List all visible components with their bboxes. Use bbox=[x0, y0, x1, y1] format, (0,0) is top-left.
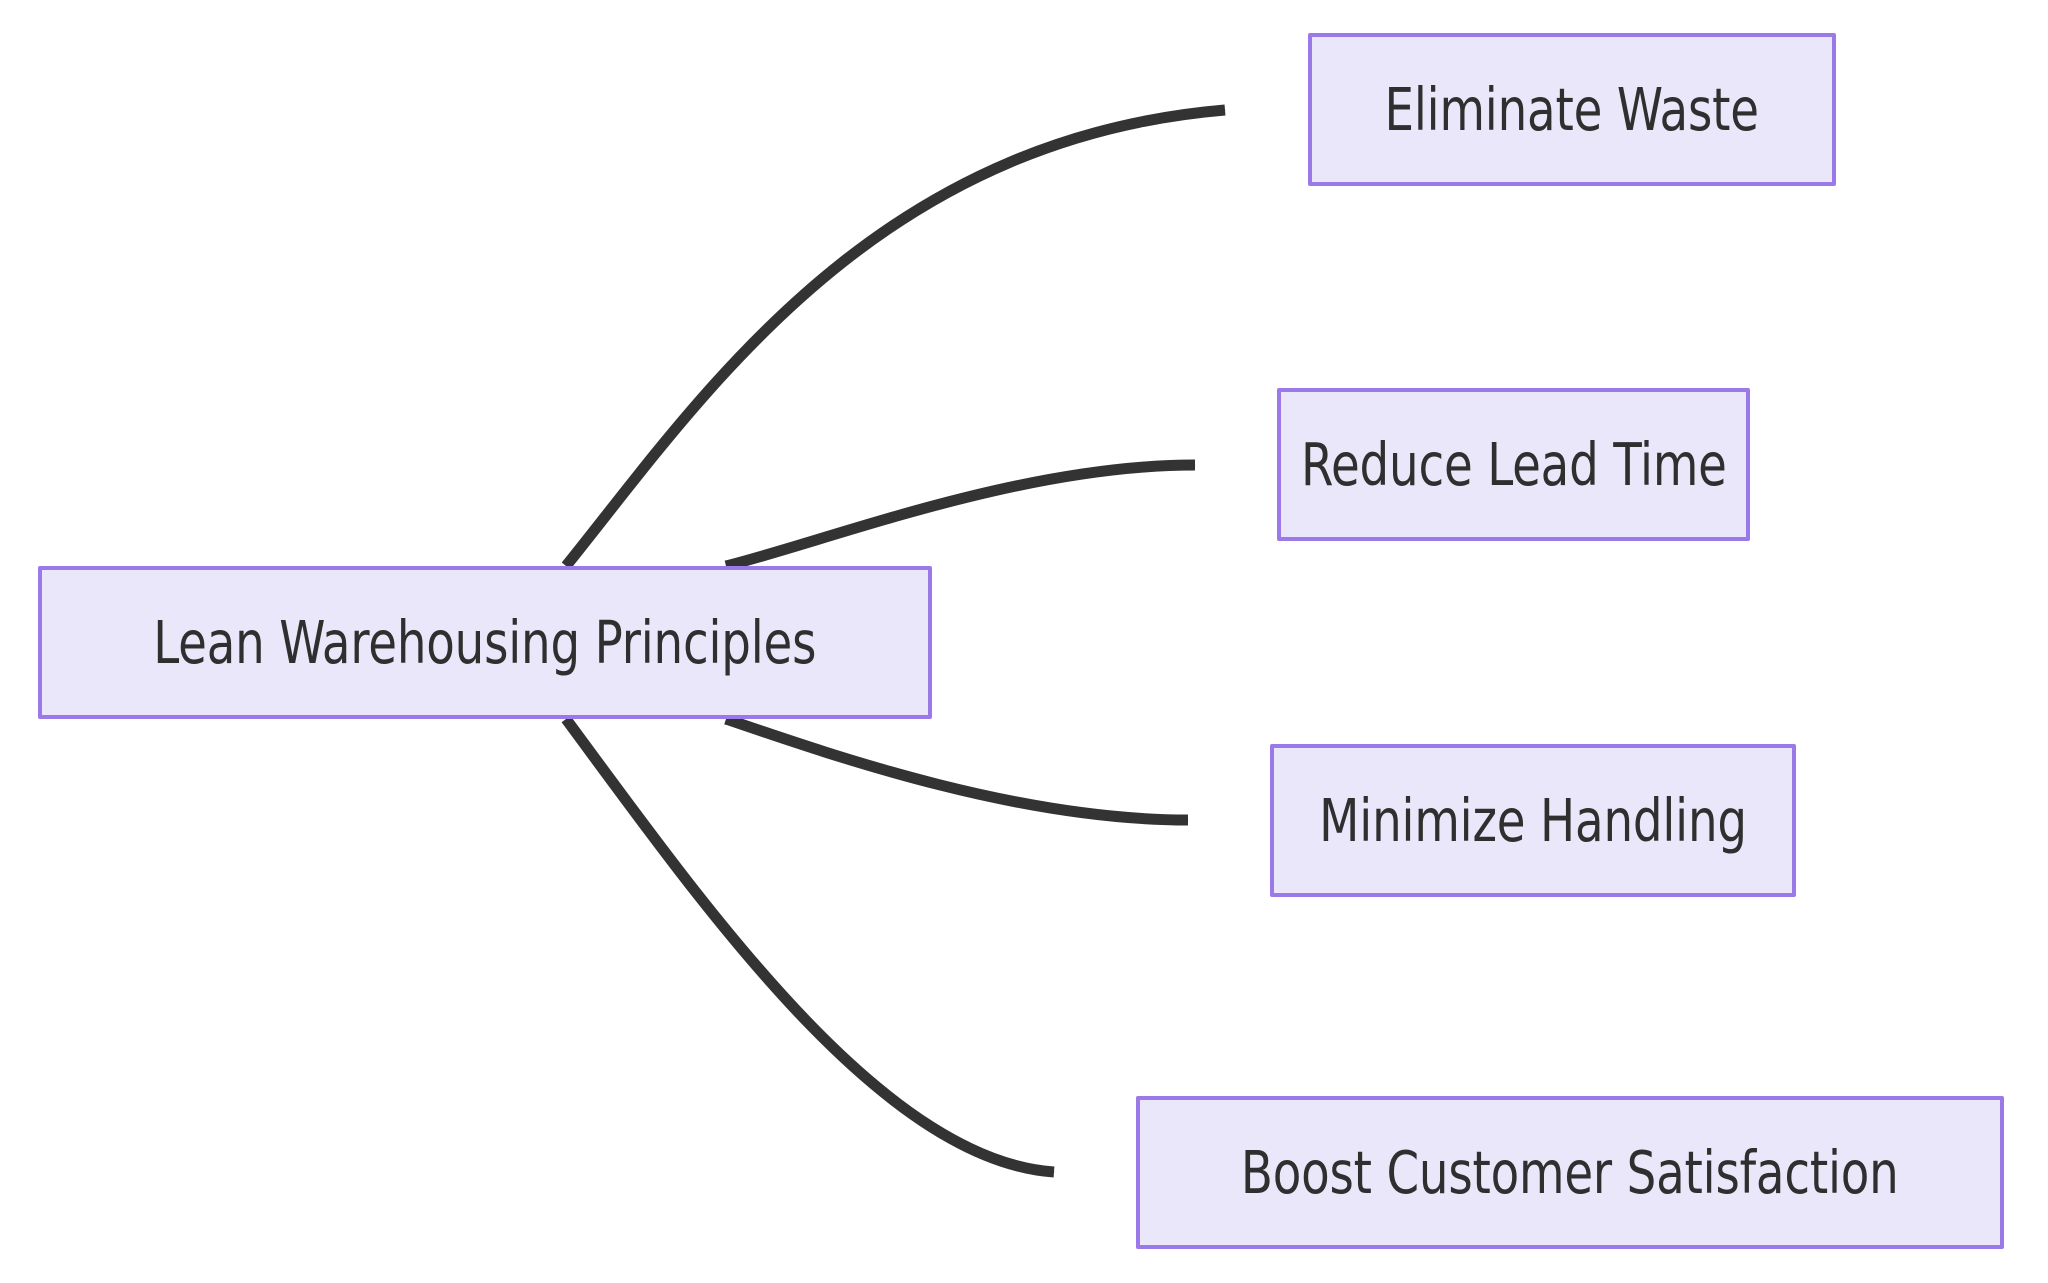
node-label: Boost Customer Satisfaction bbox=[1241, 1138, 1899, 1207]
node-lean-warehousing-principles[interactable]: Lean Warehousing Principles bbox=[38, 566, 932, 719]
node-eliminate-waste[interactable]: Eliminate Waste bbox=[1308, 33, 1836, 186]
node-minimize-handling[interactable]: Minimize Handling bbox=[1270, 744, 1796, 897]
node-reduce-lead-time[interactable]: Reduce Lead Time bbox=[1277, 388, 1750, 541]
node-label: Minimize Handling bbox=[1319, 786, 1747, 855]
node-label: Reduce Lead Time bbox=[1300, 430, 1727, 499]
edge-root-to-eliminate-waste bbox=[561, 104, 1226, 570]
edge-root-to-reduce-lead-time bbox=[724, 459, 1196, 572]
node-boost-customer-satisfaction[interactable]: Boost Customer Satisfaction bbox=[1136, 1096, 2004, 1249]
node-label: Eliminate Waste bbox=[1384, 75, 1760, 144]
edge-root-to-minimize-handling bbox=[724, 713, 1189, 826]
node-label: Lean Warehousing Principles bbox=[153, 608, 817, 677]
edge-root-to-boost-customer-satisfaction bbox=[561, 715, 1055, 1178]
